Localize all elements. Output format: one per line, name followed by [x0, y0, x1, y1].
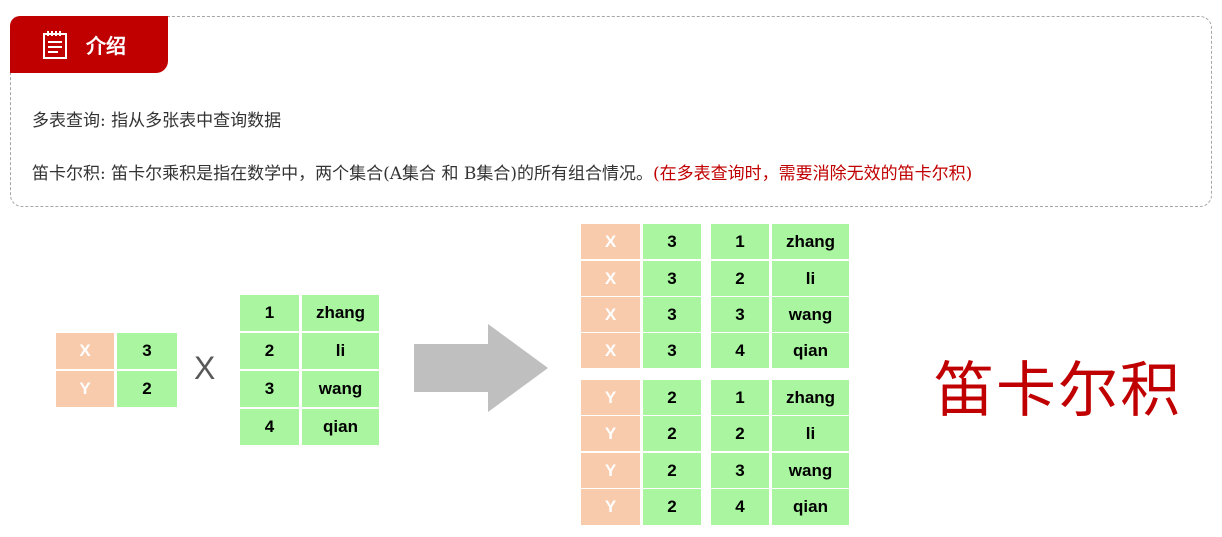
result-id-cell: 3 [711, 297, 769, 332]
result-name-cell: wang [772, 297, 849, 332]
table-b-name-cell: wang [302, 371, 379, 407]
result-name-cell: qian [772, 489, 849, 525]
result-key-cell: X [581, 297, 640, 332]
table-b-name-cell: qian [302, 409, 379, 445]
notepad-icon [43, 30, 67, 59]
result-name-cell: li [772, 416, 849, 451]
result-name-cell: qian [772, 333, 849, 368]
result-id-cell: 1 [711, 224, 769, 259]
table-b-name-cell: li [302, 333, 379, 369]
intro-tab-label: 介绍 [86, 34, 126, 58]
multiply-sign: X [194, 350, 216, 386]
result-id-cell: 4 [711, 333, 769, 368]
intro-box [10, 16, 1212, 207]
result-name-cell: zhang [772, 224, 849, 259]
result-key-cell: Y [581, 380, 640, 415]
result-key-cell: X [581, 224, 640, 259]
result-name-cell: li [772, 261, 849, 296]
table-b-name-cell: zhang [302, 295, 379, 331]
cartesian-note: (在多表查询时，需要消除无效的笛卡尔积) [652, 164, 973, 184]
table-a-key-cell: Y [56, 371, 114, 407]
cartesian-product-title: 笛卡尔积 [934, 356, 1182, 426]
result-key-cell: Y [581, 489, 640, 525]
result-val-cell: 3 [643, 297, 701, 332]
result-val-cell: 3 [643, 333, 701, 368]
result-key-cell: Y [581, 453, 640, 488]
result-id-cell: 3 [711, 453, 769, 488]
table-b-id-cell: 4 [240, 409, 299, 445]
result-id-cell: 2 [711, 416, 769, 451]
result-id-cell: 4 [711, 489, 769, 525]
result-val-cell: 2 [643, 380, 701, 415]
result-key-cell: Y [581, 416, 640, 451]
result-key-cell: X [581, 261, 640, 296]
result-id-cell: 1 [711, 380, 769, 415]
result-name-cell: wang [772, 453, 849, 488]
intro-line-cartesian: 笛卡尔积: 笛卡尔乘积是指在数学中，两个集合(A集合 和 B集合)的所有组合情况… [32, 159, 972, 184]
result-val-cell: 2 [643, 489, 701, 525]
result-id-cell: 2 [711, 261, 769, 296]
table-b-id-cell: 3 [240, 371, 299, 407]
table-b-id-cell: 2 [240, 333, 299, 369]
right-arrow-icon [414, 324, 548, 412]
result-name-cell: zhang [772, 380, 849, 415]
intro-tab: 介绍 [10, 16, 168, 73]
cartesian-definition: 笛卡尔积: 笛卡尔乘积是指在数学中，两个集合(A集合 和 B集合)的所有组合情况… [32, 164, 653, 184]
table-b-id-cell: 1 [240, 295, 299, 331]
intro-line-multi-table: 多表查询: 指从多张表中查询数据 [32, 111, 282, 131]
table-a-key-cell: X [56, 333, 114, 369]
result-val-cell: 3 [643, 224, 701, 259]
result-val-cell: 3 [643, 261, 701, 296]
table-a-val-cell: 3 [117, 333, 177, 369]
result-val-cell: 2 [643, 416, 701, 451]
result-key-cell: X [581, 333, 640, 368]
table-a-val-cell: 2 [117, 371, 177, 407]
result-val-cell: 2 [643, 453, 701, 488]
